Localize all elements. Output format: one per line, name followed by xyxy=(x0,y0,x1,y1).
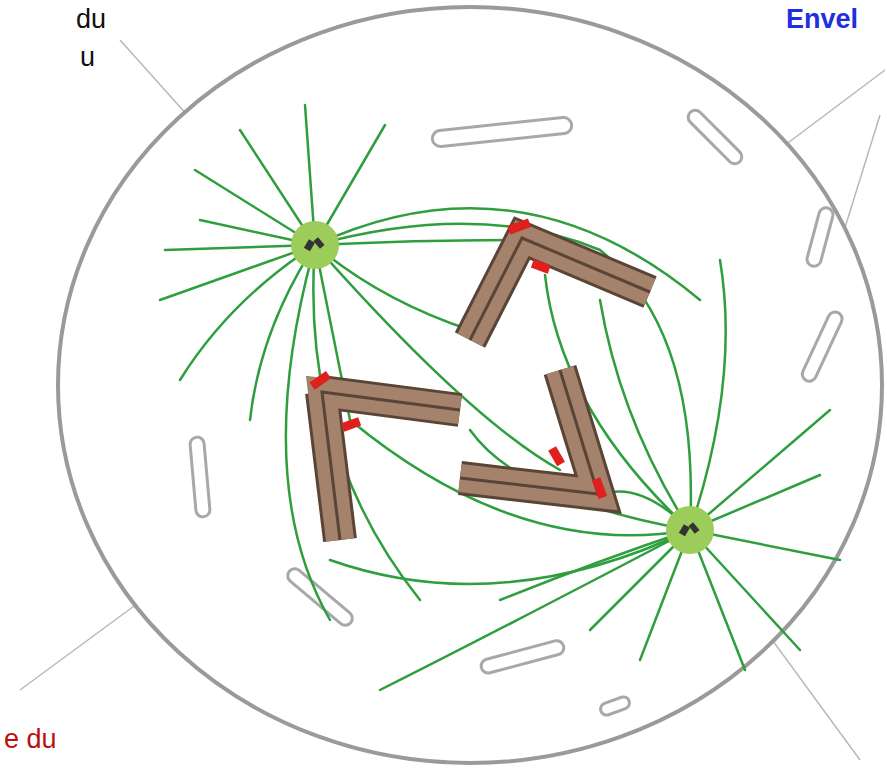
spindle-fibers xyxy=(160,105,840,690)
cell-membrane xyxy=(58,7,882,763)
label-text: du xyxy=(76,4,106,35)
nuclear-envelope-fragments xyxy=(190,107,845,716)
label-text: e du xyxy=(4,724,57,755)
centrosomes xyxy=(291,221,714,554)
kinetochores xyxy=(310,218,608,499)
chromosomes xyxy=(322,238,650,540)
label-text: Envel xyxy=(786,4,858,35)
label-text: u xyxy=(80,42,95,73)
